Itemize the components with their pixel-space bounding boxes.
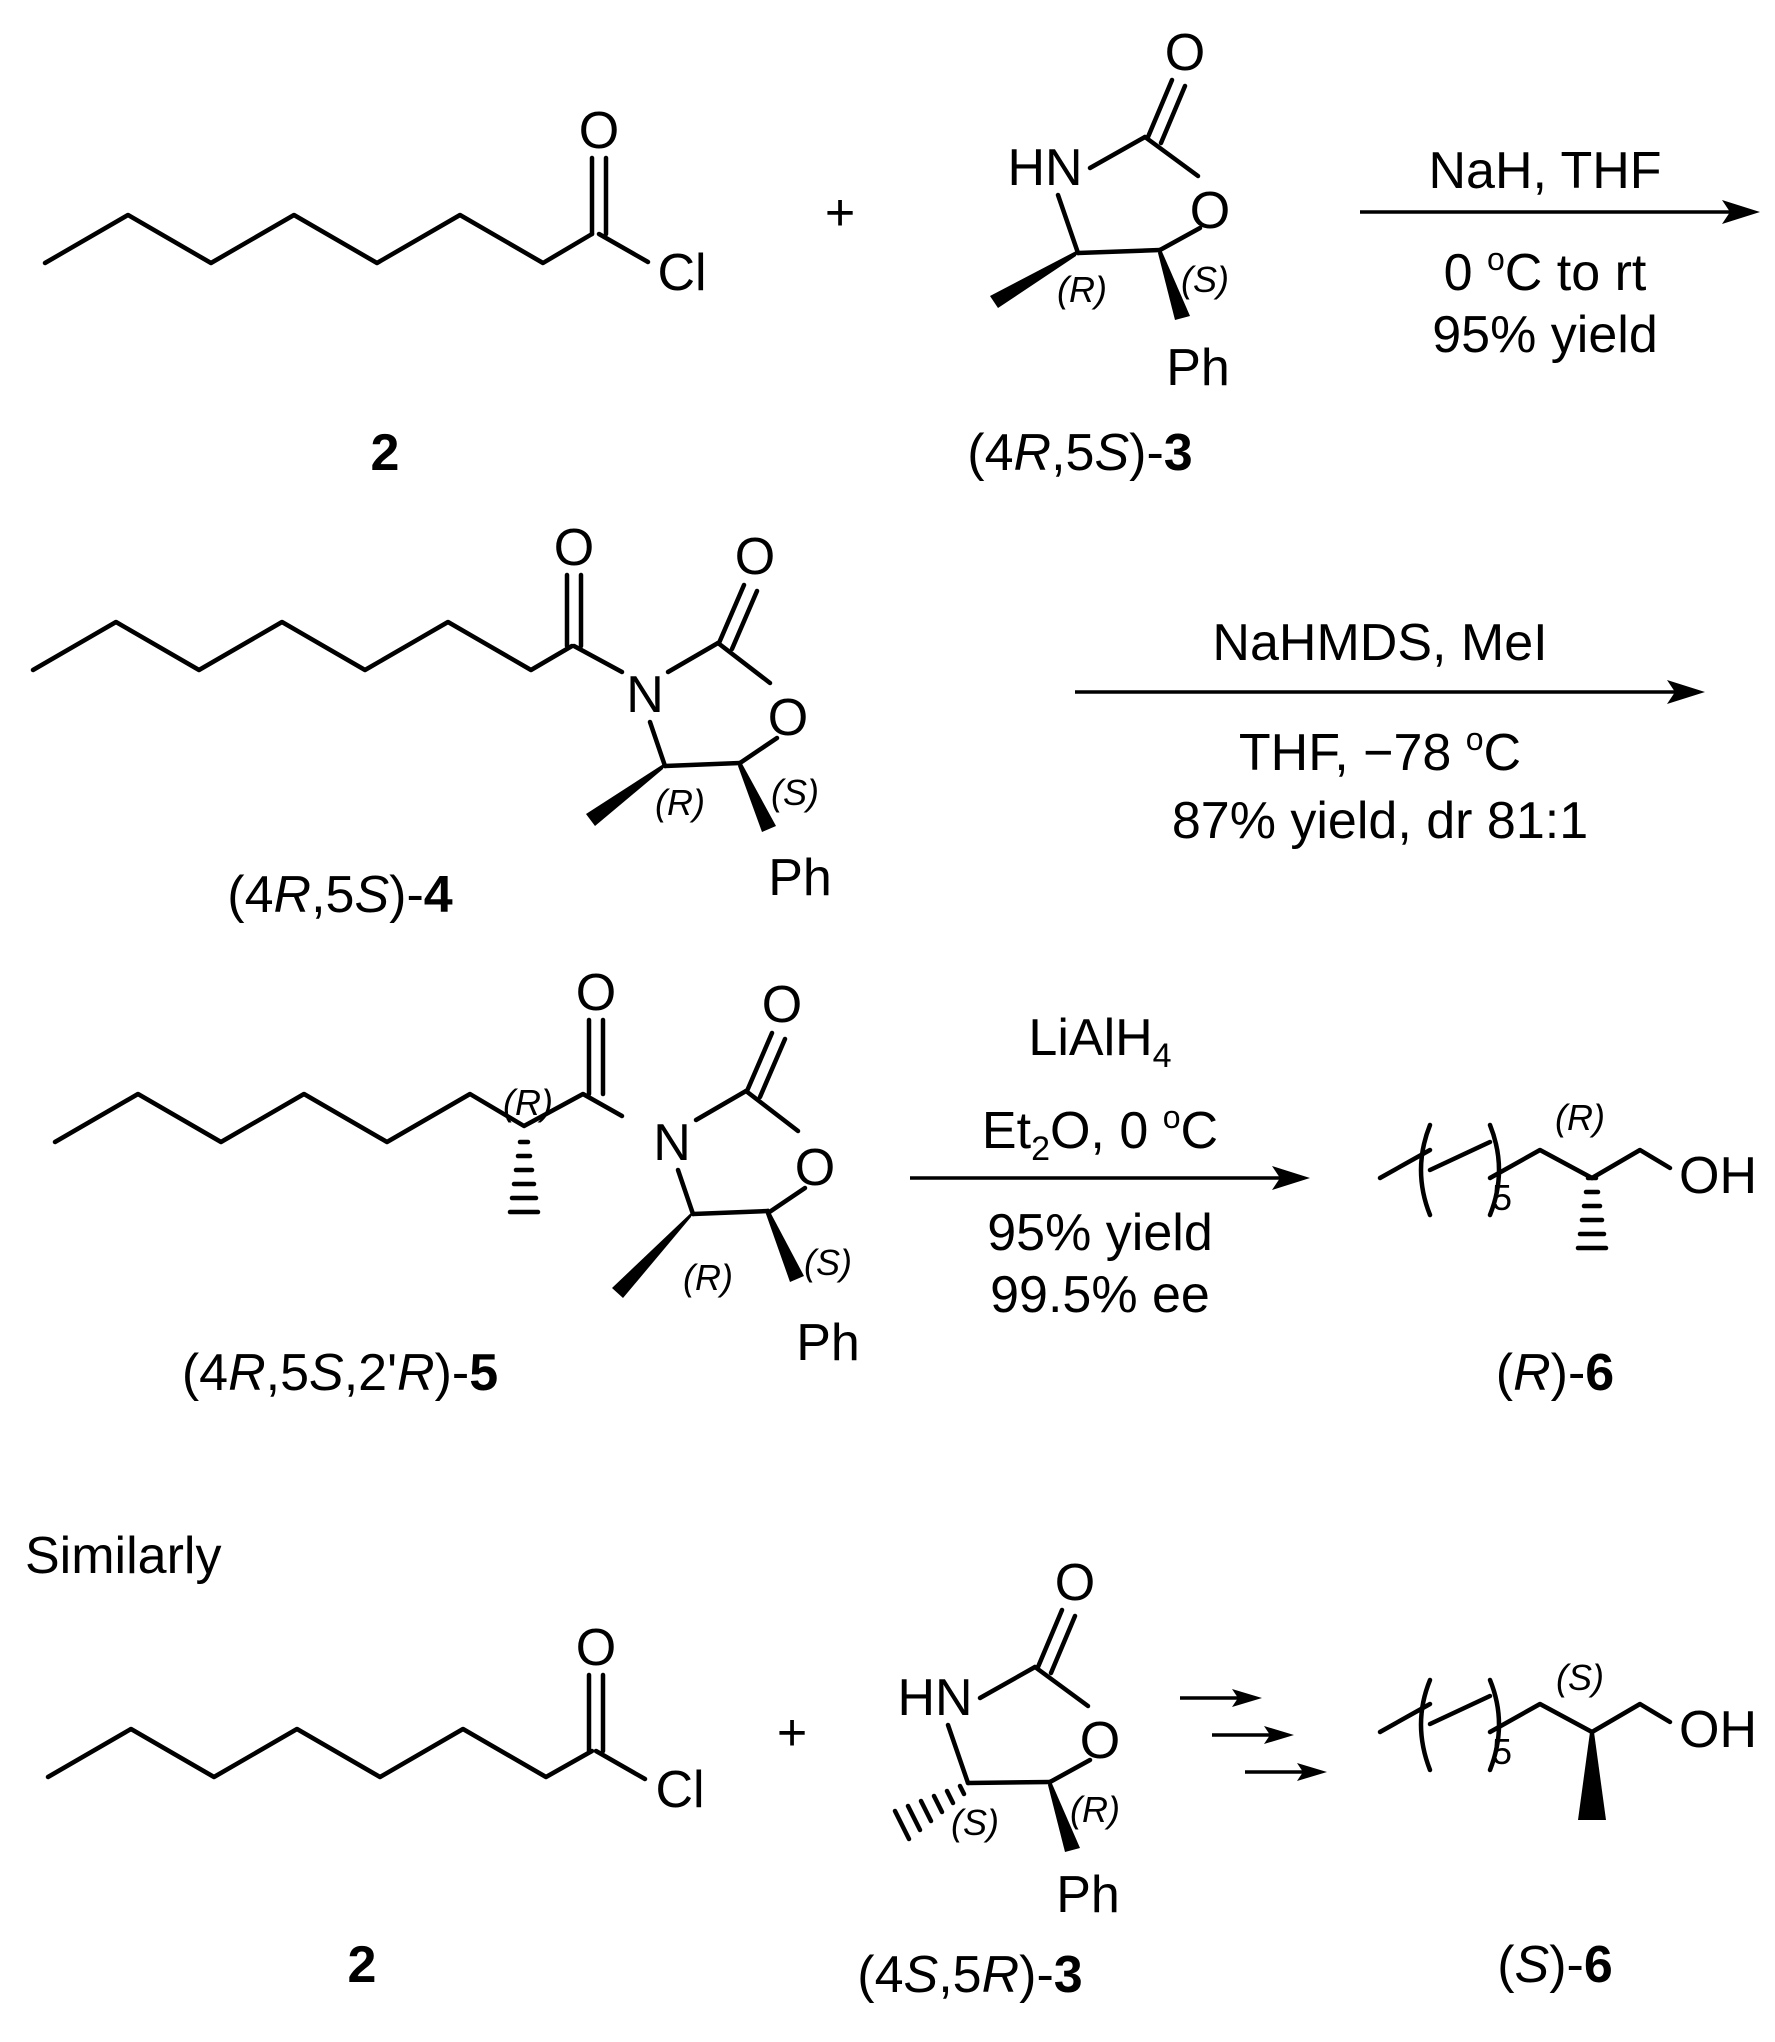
repeat-count: 5 [1492, 1731, 1512, 1772]
phenyl-group: Ph [768, 849, 832, 907]
compound-label-2: 2 [371, 424, 400, 482]
repeat-count: 5 [1492, 1177, 1512, 1218]
plus-sign: + [777, 1704, 807, 1762]
acyl-oxazolidinone-4R5S-4: O N O O (R) (S) Ph (4R,5S)-4 [30, 519, 832, 924]
stereo-descriptor: (S) [804, 1242, 852, 1283]
wedge-bond [1578, 1732, 1606, 1820]
alcohol-R-6: OH 5 (R) (R)-6 [1377, 1097, 1757, 1402]
alcohol-S-6: OH 5 (S) (S)-6 [1377, 1657, 1757, 1994]
stereo-descriptor: (R) [683, 1257, 733, 1298]
stereo-descriptor: (R) [1070, 1789, 1120, 1830]
section-label-similarly: Similarly [25, 1527, 221, 1585]
wedge-bond [1048, 1779, 1080, 1852]
compound-label-R-6: (R)-6 [1496, 1344, 1614, 1402]
condition-temperature: THF, −78 oC [1239, 721, 1521, 782]
compound-label-4R5S-4: (4R,5S)-4 [227, 866, 453, 924]
stereo-descriptor: (R) [1057, 269, 1107, 310]
carbonyl-oxygen: O [576, 1619, 616, 1677]
compound-label-5: (4R,5S,2'R)-5 [182, 1344, 498, 1402]
compound-label-4S5R-3: (4S,5R)-3 [857, 1946, 1082, 2004]
wedge-bond [612, 1211, 693, 1298]
wedge-bond [586, 763, 665, 826]
stereo-descriptor: (R) [503, 1082, 553, 1123]
stereo-descriptor: (R) [1555, 1097, 1605, 1138]
carbonyl-oxygen: O [554, 519, 594, 577]
carbonyl-oxygen: O [579, 102, 619, 160]
stereo-descriptor: (R) [655, 782, 705, 823]
ring-oxygen: O [795, 1139, 835, 1197]
hydroxyl-group: OH [1679, 1147, 1757, 1205]
reaction-arrow-step2: NaHMDS, MeI THF, −78 oC 87% yield, dr 81… [1075, 614, 1705, 850]
hash-bond [892, 1783, 967, 1842]
carbonyl-oxygen: O [576, 964, 616, 1022]
hash-bond [507, 1139, 541, 1215]
stereo-descriptor: (S) [951, 1802, 999, 1843]
nh-group: HN [1007, 139, 1082, 197]
reaction-arrow-step1: NaH, THF 0 oC to rt 95% yield [1360, 142, 1760, 364]
oxazolidinone-4R5S-3: HN O O (R) (S) Ph (4R,5S)-3 [967, 24, 1230, 482]
nitrogen-atom: N [653, 1114, 691, 1172]
wedge-bond [990, 250, 1078, 308]
acid-chloride-2-row4: O Cl 2 [45, 1619, 705, 1994]
reaction-arrow-step3: LiAlH4 Et2O, 0 oC 95% yield 99.5% ee [910, 1009, 1310, 1324]
methylated-adduct-5: O (R) N O O (R) (S) Ph (4R,5S,2'R)-5 [52, 964, 860, 1402]
phenyl-group: Ph [1166, 339, 1230, 397]
condition-reagent: NaH, THF [1428, 142, 1661, 200]
stereo-descriptor: (S) [1556, 1657, 1604, 1698]
oxazolidinone-4S5R-3: HN O O (S) (R) Ph (4S,5R)-3 [857, 1554, 1120, 2004]
carbonyl-oxygen: O [1055, 1554, 1095, 1612]
wedge-bond [766, 1208, 804, 1282]
phenyl-group: Ph [796, 1314, 860, 1372]
compound-label-4R5S-3: (4R,5S)-3 [967, 424, 1192, 482]
wedge-bond [1158, 247, 1190, 320]
hash-bond [1575, 1175, 1609, 1251]
condition-reagent: LiAlH4 [1028, 1009, 1171, 1075]
chlorine-atom: Cl [657, 244, 706, 302]
hydroxyl-group: OH [1679, 1701, 1757, 1759]
stereo-descriptor: (S) [1181, 259, 1229, 300]
condition-yield: 87% yield, dr 81:1 [1172, 792, 1588, 850]
condition-yield: 95% yield [1432, 306, 1657, 364]
condition-solvent: Et2O, 0 oC [982, 1099, 1218, 1168]
acid-chloride-2-row1: O Cl 2 [42, 102, 707, 482]
condition-reagent: NaHMDS, MeI [1212, 614, 1547, 672]
chlorine-atom: Cl [655, 1761, 704, 1819]
carbonyl-oxygen: O [1165, 24, 1205, 82]
condition-temperature: 0 oC to rt [1444, 241, 1647, 302]
nh-group: HN [897, 1669, 972, 1727]
plus-sign: + [825, 184, 855, 242]
stereo-descriptor: (S) [771, 772, 819, 813]
carbonyl-oxygen: O [762, 976, 802, 1034]
carbonyl-oxygen: O [735, 528, 775, 586]
nitrogen-atom: N [626, 666, 664, 724]
condition-ee: 99.5% ee [990, 1266, 1210, 1324]
compound-label-2: 2 [348, 1936, 377, 1994]
phenyl-group: Ph [1056, 1866, 1120, 1924]
compound-label-S-6: (S)-6 [1497, 1936, 1613, 1994]
condition-yield: 95% yield [987, 1204, 1212, 1262]
multistep-arrows [1180, 1689, 1327, 1781]
wedge-bond [738, 760, 776, 832]
